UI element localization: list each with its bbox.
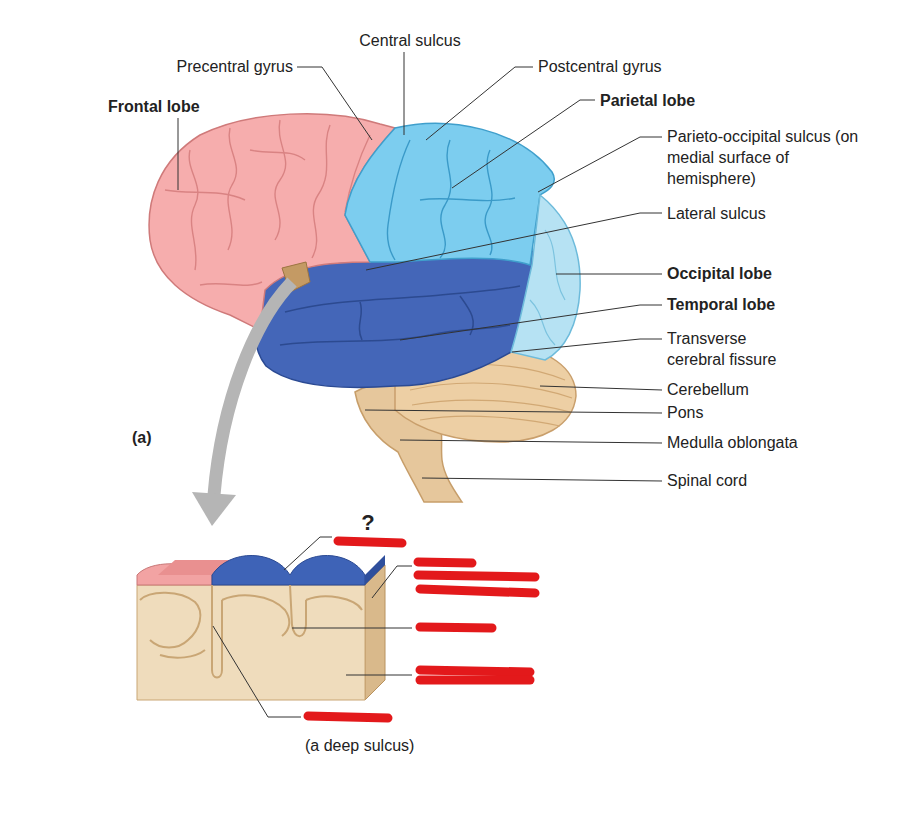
part-label: Precentral gyrus bbox=[177, 56, 294, 77]
part-label: Medulla oblongata bbox=[667, 432, 798, 453]
part-label: Lateral sulcus bbox=[667, 203, 766, 224]
part-label: Transverse cerebral fissure bbox=[667, 328, 807, 370]
part-label: Parieto-occipital sulcus (on medial surf… bbox=[667, 126, 867, 189]
part-label: Cerebellum bbox=[667, 379, 749, 400]
part-label: Frontal lobe bbox=[108, 96, 200, 117]
part-label: Central sulcus bbox=[359, 30, 460, 51]
part-label: ? bbox=[361, 510, 374, 536]
part-label: Temporal lobe bbox=[667, 294, 775, 315]
part-label: Postcentral gyrus bbox=[538, 56, 662, 77]
part-label: Pons bbox=[667, 402, 703, 423]
part-label: (a) bbox=[132, 427, 152, 448]
part-label: Parietal lobe bbox=[600, 90, 695, 111]
part-label: Spinal cord bbox=[667, 470, 747, 491]
part-label: (a deep sulcus) bbox=[305, 735, 414, 756]
part-label: Occipital lobe bbox=[667, 263, 772, 284]
